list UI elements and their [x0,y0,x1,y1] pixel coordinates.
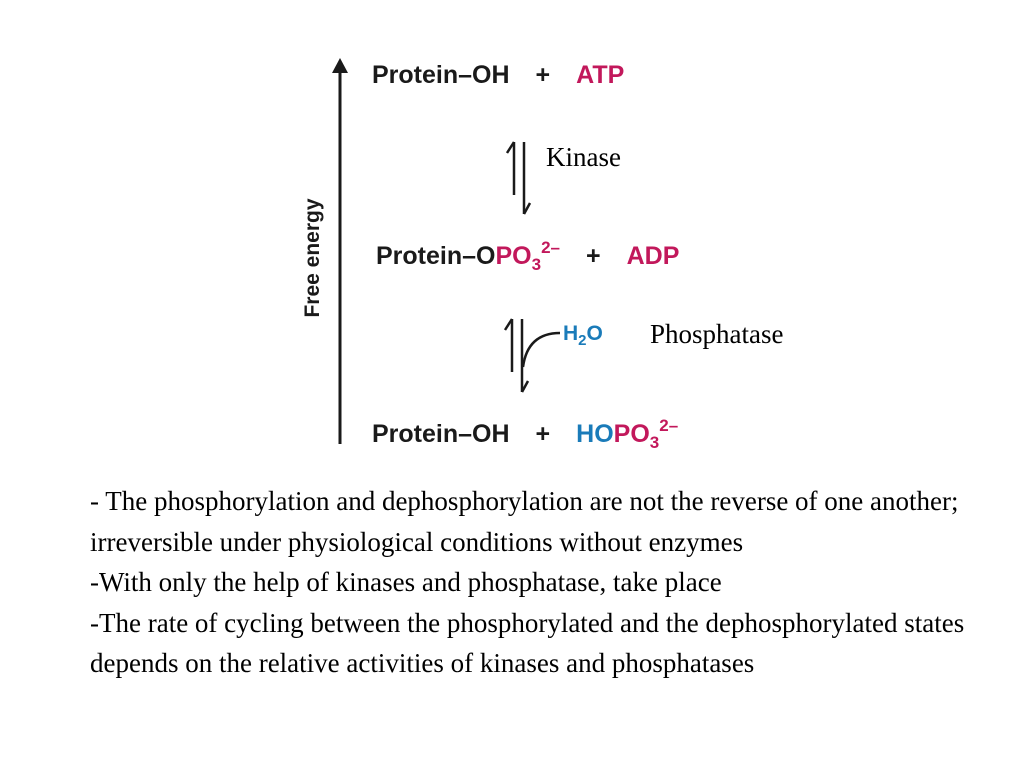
row2-phosphate-charge: 2– [541,238,560,257]
equation-row-2: Protein–OPO32– + ADP [376,239,680,273]
water-h: H [563,322,579,345]
water-o: O [586,322,603,345]
notes-text: - The phosphorylation and dephosphorylat… [90,481,1020,684]
water-sub: 2 [578,332,587,349]
row3-phosphate-sub: 3 [649,433,660,452]
free-energy-axis-label: Free energy [301,198,324,318]
row1-protein: Protein–OH [372,61,510,89]
reaction-diagram: Free energy Protein–OH+ATP Kinase Protei… [301,58,784,451]
row3-phosphate-po: PO [613,420,650,448]
row3-protein: Protein–OH [372,420,510,448]
row2-phosphate-po: PO [495,242,532,270]
row2-plus: + [586,242,601,270]
water-curve-arrow [521,331,561,368]
row2-phosphate: PO32– [495,239,560,273]
free-energy-axis-arrowhead [332,58,348,73]
row2-adp: ADP [626,242,680,270]
row3-plus: + [535,420,551,448]
row3-phosphate: PO32– [613,417,679,451]
row1-plus: + [535,61,551,89]
row3-phosphate-charge: 2– [659,416,679,435]
water-label: H2O [563,322,603,349]
kinase-equilibrium-arrows [505,141,532,215]
note-1: - The phosphorylation and dephosphorylat… [90,486,959,557]
row2-phosphate-sub: 3 [531,255,542,274]
equation-row-1: Protein–OH + ATP [372,61,624,90]
equation-row-3: Protein–OH + HOPO32– [372,417,679,451]
phosphatase-label: Phosphatase [650,319,784,349]
kinase-label: Kinase [546,142,621,172]
diagram-arrows [332,58,561,444]
phosphatase-equilibrium-arrows [503,318,561,393]
note-2: -With only the help of kinases and phosp… [90,567,722,598]
note-3: -The rate of cycling between the phospho… [90,607,965,679]
row3-ho: HO [576,420,614,448]
row2-protein: Protein–O [376,242,496,270]
row1-atp: ATP [576,61,625,89]
